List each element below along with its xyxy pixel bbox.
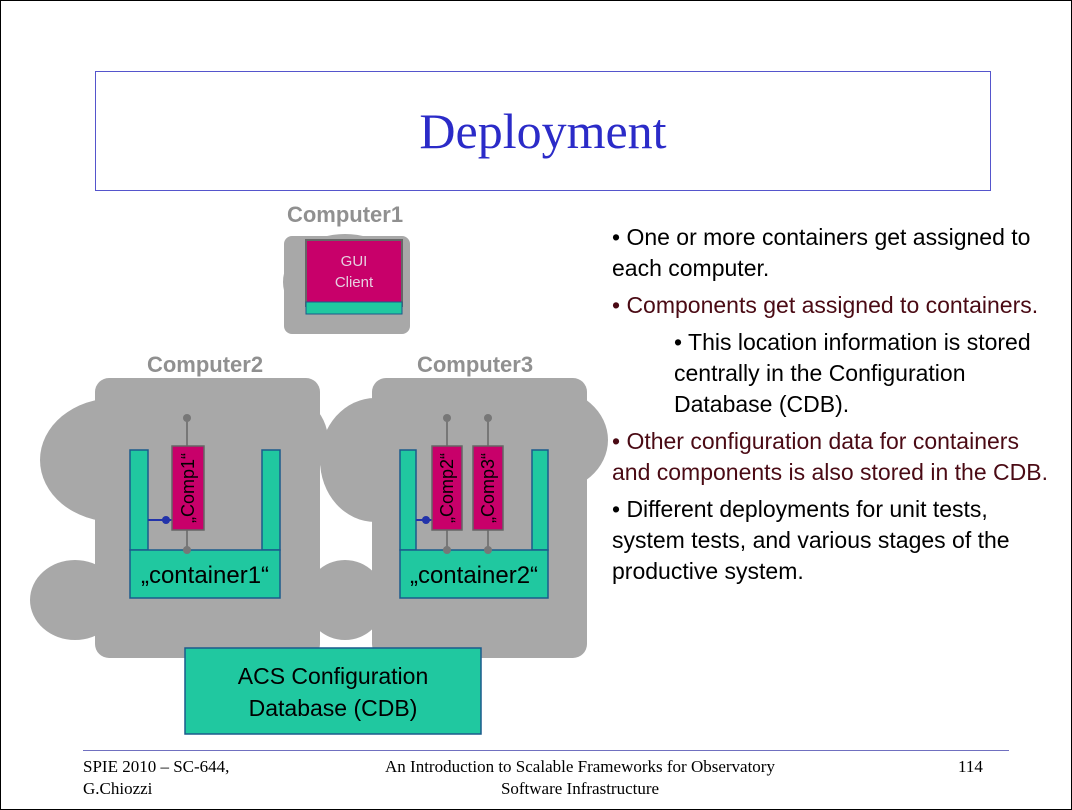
gui-client-label-1: GUI xyxy=(341,253,368,270)
title-box: Deployment xyxy=(95,71,991,191)
gui-client-label-2: Client xyxy=(335,274,374,291)
footer-left-line2: G.Chiozzi xyxy=(83,779,153,798)
cdb-box xyxy=(184,647,482,735)
footer-center-line2: Software Infrastructure xyxy=(500,779,660,798)
computer2-label: Computer2 xyxy=(147,352,263,377)
container2 xyxy=(399,414,549,599)
bullet-2: • Components get assigned to containers. xyxy=(612,292,1039,318)
bullet-1: • One or more containers get assigned to… xyxy=(612,224,1031,281)
cdb-label-1: ACS Configuration xyxy=(238,663,429,689)
bullet-list: • One or more containers get assigned to… xyxy=(612,222,1052,593)
comp3-label: „Comp3“ xyxy=(478,453,498,523)
footer-divider xyxy=(83,750,1009,751)
comp1-label: „Comp1“ xyxy=(178,453,198,523)
container2-label: „container2“ xyxy=(410,562,538,589)
gui-client-base xyxy=(305,301,403,315)
footer-left: SPIE 2010 – SC-644, G.Chiozzi xyxy=(83,756,229,800)
footer-center-line1: An Introduction to Scalable Frameworks f… xyxy=(385,757,775,776)
container1 xyxy=(129,414,281,599)
slide-title: Deployment xyxy=(419,103,667,159)
footer-center: An Introduction to Scalable Frameworks f… xyxy=(330,756,830,800)
gui-client-box xyxy=(305,239,403,307)
computer1-label: Computer1 xyxy=(287,202,403,227)
computer2-icon xyxy=(30,378,328,685)
bullet-2-sub: • This location information is stored ce… xyxy=(674,329,1031,417)
computer3-label: Computer3 xyxy=(417,352,533,377)
bullet-3: • Other configuration data for container… xyxy=(612,428,1048,485)
bullet-4: • Different deployments for unit tests, … xyxy=(612,496,1010,584)
container1-label: „container1“ xyxy=(141,562,269,589)
page-number: 114 xyxy=(958,757,983,776)
cdb-label-2: Database (CDB) xyxy=(249,695,418,721)
comp2-label: „Comp2“ xyxy=(437,453,457,523)
footer-left-line1: SPIE 2010 – SC-644, xyxy=(83,757,230,776)
